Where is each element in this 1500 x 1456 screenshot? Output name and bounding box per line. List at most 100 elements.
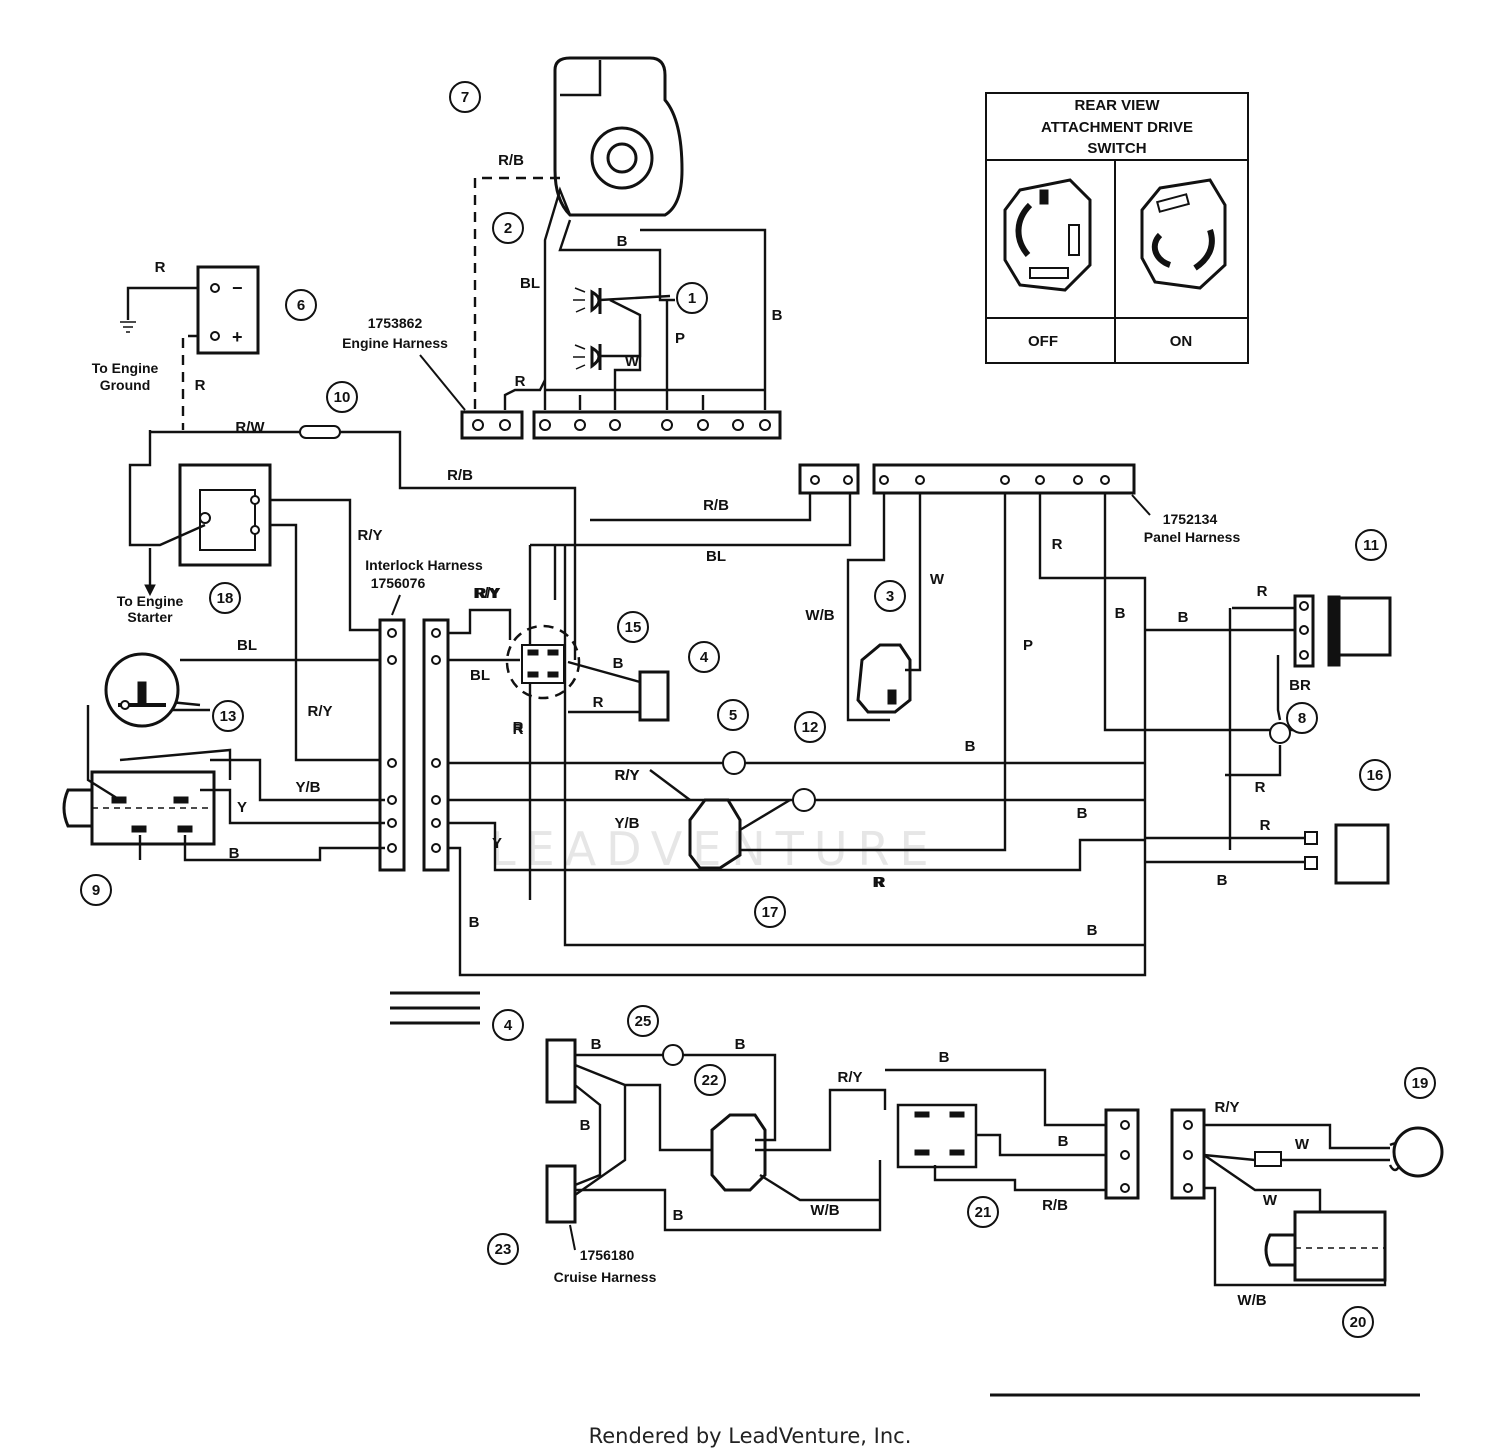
- callout-1: 1: [676, 282, 708, 314]
- wire-code-label: BL: [470, 667, 490, 684]
- wire-code-label: R/B: [447, 467, 473, 484]
- callout-circle: [967, 1196, 999, 1228]
- callout-9: 9: [80, 874, 112, 906]
- callout-number: 2: [504, 220, 512, 237]
- callout-18: 18: [209, 582, 241, 614]
- ammeter: [1145, 594, 1392, 850]
- light-switch: [856, 643, 912, 714]
- wire-code-label: R: [873, 874, 884, 891]
- wire-code-label: B: [591, 1036, 602, 1053]
- interlock-harness-connector: [378, 618, 450, 872]
- callout-20: 20: [1342, 1306, 1374, 1338]
- callout-number: 5: [729, 707, 737, 724]
- wire-code-label: Y/B: [614, 815, 639, 832]
- interlock-harness-name: Interlock Harness: [365, 557, 483, 573]
- wire-code-label: P: [1023, 637, 1033, 654]
- callout-number: 11: [1363, 537, 1379, 554]
- callout-circle: [1355, 529, 1387, 561]
- callout-circle: [676, 282, 708, 314]
- leader-line: [569, 1224, 576, 1251]
- callout-circle: [688, 641, 720, 673]
- callout-circle: [874, 580, 906, 612]
- wire-code-label: B: [1077, 805, 1088, 822]
- wire-code-label: R/Y: [1214, 1099, 1239, 1116]
- callout-number: 23: [495, 1241, 512, 1258]
- wire-code-label: R/B: [1042, 1197, 1068, 1214]
- wire-code-label: W/B: [1237, 1292, 1266, 1309]
- callout-number: 1: [688, 290, 696, 307]
- wire-code-label: B: [965, 738, 976, 755]
- cruise-harness-number: 1756180: [580, 1247, 635, 1263]
- to-engine-ground-line-1: To Engine: [92, 360, 159, 376]
- callout-number: 7: [461, 89, 469, 106]
- switch-on-icon: [1140, 178, 1227, 290]
- callout-number: 20: [1350, 1314, 1367, 1331]
- wire-code-label: B: [772, 307, 783, 324]
- callout-number: 10: [334, 389, 351, 406]
- callout-7: 7: [449, 81, 481, 113]
- wire-code-label: R: [195, 377, 206, 394]
- wire-code-label: BL: [520, 275, 540, 292]
- wire-code-label: W/B: [810, 1202, 839, 1219]
- wire-code-label: B: [1087, 922, 1098, 939]
- callout-15: 15: [617, 611, 649, 643]
- inset-on-label: ON: [1170, 333, 1193, 350]
- callout-21: 21: [967, 1196, 999, 1228]
- callout-6: 6: [285, 289, 317, 321]
- leader-line: [391, 594, 401, 616]
- callout-number: 4: [504, 1017, 513, 1034]
- wire-code-label: B: [617, 233, 628, 250]
- callout-number: 18: [217, 590, 234, 607]
- wire-code-label: BL: [706, 548, 726, 565]
- inset-off-label: OFF: [1028, 333, 1058, 350]
- callout-2: 2: [492, 212, 524, 244]
- wire-code-label: P: [675, 330, 685, 347]
- solenoid: [128, 430, 272, 597]
- callout-11: 11: [1355, 529, 1387, 561]
- panel-harness-connector: [740, 463, 1300, 852]
- wire-code-label: R: [515, 373, 526, 390]
- wire-code-label: Y: [492, 835, 502, 852]
- wire-code-label: B: [1115, 605, 1126, 622]
- svg-text:−: −: [232, 278, 243, 298]
- callout-12: 12: [794, 711, 826, 743]
- interlock-harness-number: 1756076: [371, 575, 426, 591]
- wire-code-label: R: [1255, 779, 1266, 796]
- inset-title-line-3: SWITCH: [1087, 140, 1146, 157]
- wire-code-label: R: [1260, 817, 1271, 834]
- callout-circle: [717, 699, 749, 731]
- callout-3: 3: [874, 580, 906, 612]
- callout-19: 19: [1404, 1067, 1436, 1099]
- callout-number: 9: [92, 882, 100, 899]
- leader-line: [419, 354, 466, 411]
- callout-circle: [487, 1233, 519, 1265]
- callout-10: 10: [326, 381, 358, 413]
- callout-5: 5: [717, 699, 749, 731]
- callout-16: 16: [1359, 759, 1391, 791]
- wire-code-label: R/Y: [614, 767, 639, 784]
- wire-code-label: B: [229, 845, 240, 862]
- callout-circle: [492, 212, 524, 244]
- callout-circle: [694, 1064, 726, 1096]
- callout-number: 15: [625, 619, 642, 636]
- callout-number: 17: [762, 904, 779, 921]
- cruise-wiring: [545, 1038, 1444, 1287]
- stator-connector: [1145, 823, 1390, 885]
- wire-code-label: W: [1263, 1192, 1278, 1209]
- cruise-divider: [390, 991, 480, 1025]
- wire-code-label: R/Y: [357, 527, 382, 544]
- rectifier: [1225, 722, 1291, 777]
- wire-code-label: B: [673, 1207, 684, 1224]
- panel-harness-number: 1752134: [1163, 511, 1218, 527]
- cruise-harness-name: Cruise Harness: [554, 1269, 657, 1285]
- callout-circle: [794, 711, 826, 743]
- main-wiring: [130, 425, 577, 762]
- callout-22: 22: [694, 1064, 726, 1096]
- leader-line: [1131, 494, 1151, 516]
- wire-code-label: R: [1257, 583, 1268, 600]
- inset-title-line-2: ATTACHMENT DRIVE: [1041, 119, 1193, 136]
- seat-switch: [62, 705, 385, 862]
- ignition-switch: [104, 652, 180, 728]
- callout-number: 12: [802, 719, 819, 736]
